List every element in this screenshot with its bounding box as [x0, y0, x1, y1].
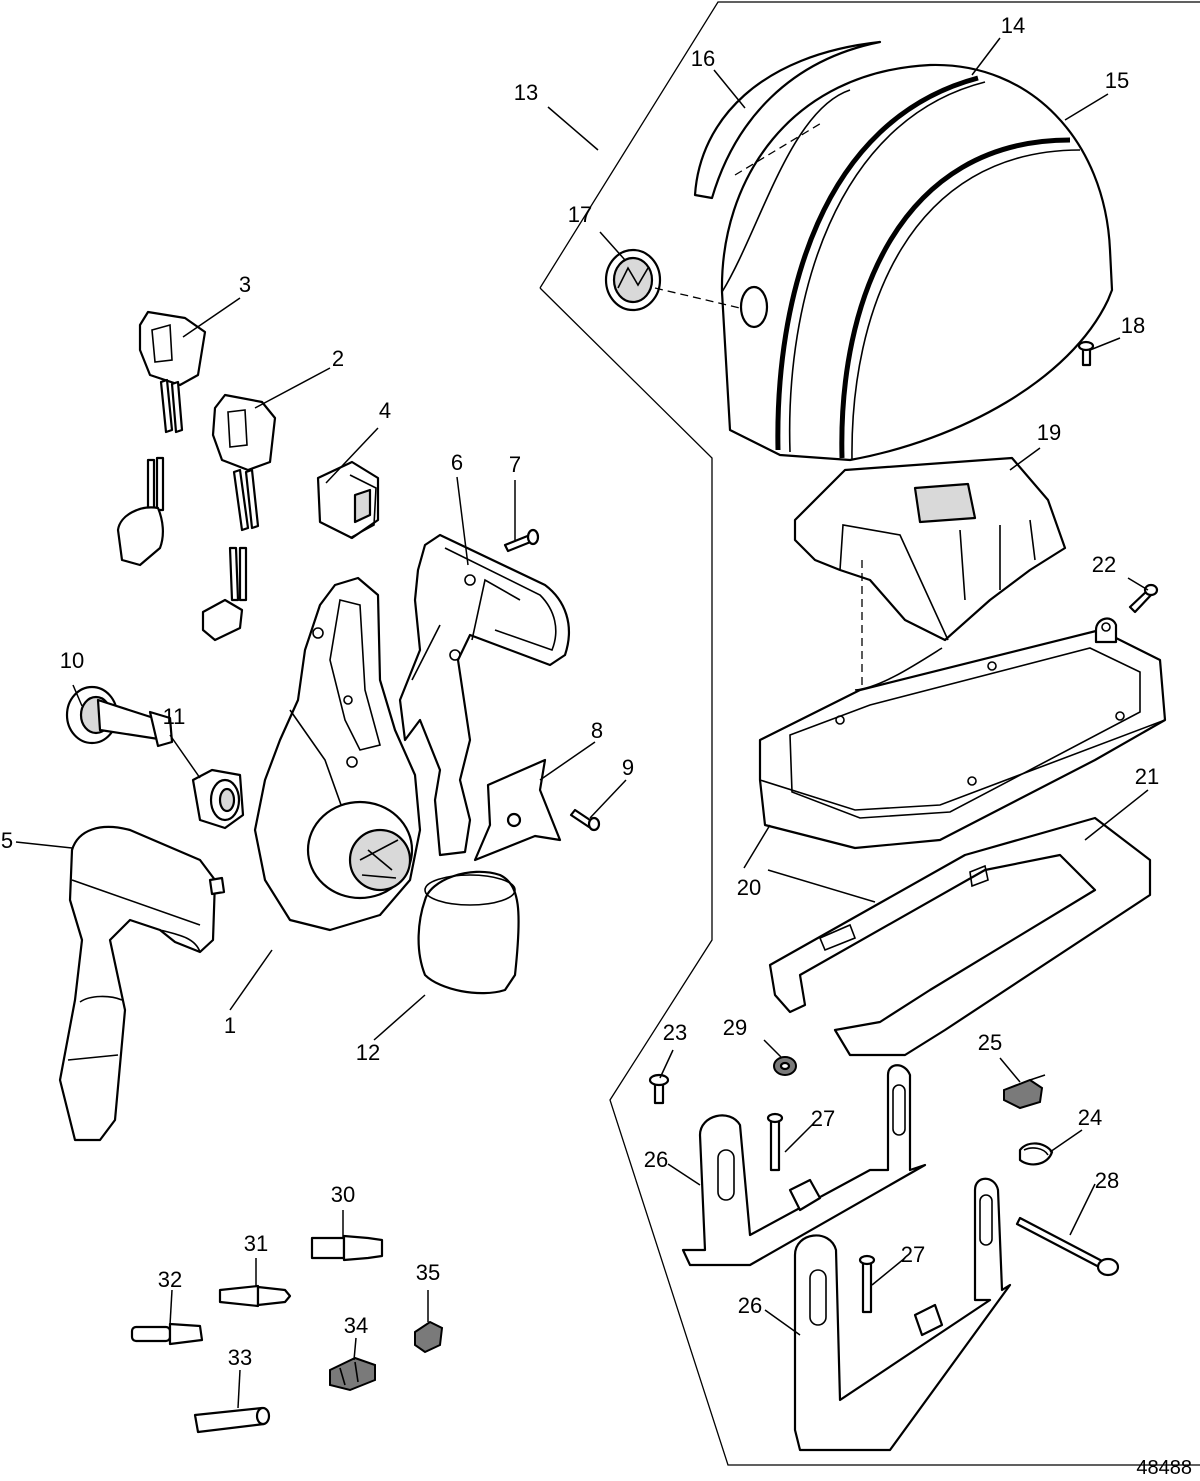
callout-11: 11 [163, 704, 186, 729]
callout-8: 8 [591, 718, 603, 743]
screw-23 [648, 1073, 670, 1105]
screw-9 [569, 808, 601, 832]
callout-6: 6 [451, 450, 463, 475]
handle-arm-1 [253, 576, 422, 932]
terminal-32 [130, 1322, 204, 1346]
base-plate-20 [758, 617, 1167, 850]
callout-22: 22 [1092, 552, 1116, 577]
connector-25 [1003, 1074, 1046, 1110]
bushing-11 [191, 768, 245, 830]
callout-26-lower: 26 [738, 1293, 762, 1318]
handle-housing-6 [398, 533, 570, 857]
pin-28 [1015, 1216, 1120, 1277]
screw-18 [1077, 340, 1095, 367]
sleeve-33 [193, 1406, 271, 1434]
callout-2: 2 [332, 346, 344, 371]
connector-34 [329, 1356, 376, 1392]
callout-17: 17 [568, 202, 592, 227]
mounting-bracket-26-upper [681, 1064, 927, 1267]
callout-27-lower: 27 [901, 1242, 925, 1267]
callout-4: 4 [379, 398, 391, 423]
callout-15: 15 [1105, 68, 1129, 93]
callout-35: 35 [416, 1260, 440, 1285]
cover-assembly [720, 63, 1114, 462]
emblem-17 [604, 248, 662, 312]
terminal-31 [218, 1284, 292, 1308]
callout-5: 5 [1, 828, 13, 853]
knob-10 [65, 685, 174, 748]
callout-27-upper: 27 [811, 1106, 835, 1131]
screw-7 [503, 528, 540, 553]
callout-32: 32 [158, 1267, 182, 1292]
callout-25: 25 [978, 1030, 1002, 1055]
cover-plate-8 [473, 758, 562, 862]
connector-35 [414, 1320, 444, 1354]
callout-31: 31 [244, 1231, 268, 1256]
assembly-13-boundary [539, 1, 1200, 1466]
callout-20: 20 [737, 875, 761, 900]
plug-lower-middle [201, 546, 248, 642]
figure-number: 48488 [1136, 1457, 1192, 1479]
friction-ring-12 [417, 870, 520, 995]
callout-34: 34 [344, 1313, 368, 1338]
screw-27-lower [858, 1254, 876, 1314]
handle-grip-5 [58, 825, 226, 1142]
callout-3: 3 [239, 272, 251, 297]
plug-lower-left [116, 456, 165, 567]
decal-16 [693, 40, 882, 200]
callout-33: 33 [228, 1345, 252, 1370]
key-switch-3 [138, 310, 207, 434]
callout-labels: 1 2 3 4 5 6 7 8 9 10 11 12 13 14 15 16 1… [1, 13, 1159, 1370]
mounting-bracket-26-lower [793, 1177, 1012, 1452]
key-switch-2 [211, 393, 277, 532]
callout-21: 21 [1135, 764, 1159, 789]
callout-12: 12 [356, 1040, 380, 1065]
callout-26-upper: 26 [644, 1147, 668, 1172]
callout-29: 29 [723, 1015, 747, 1040]
callout-19: 19 [1037, 420, 1061, 445]
nut-29 [773, 1056, 797, 1076]
gasket-21 [768, 816, 1152, 1057]
leader-lines [15, 37, 1149, 1409]
bracket-19 [793, 456, 1067, 642]
terminal-30 [310, 1234, 384, 1262]
callout-28: 28 [1095, 1168, 1119, 1193]
callout-7: 7 [509, 452, 521, 477]
callout-24: 24 [1078, 1105, 1102, 1130]
callout-16: 16 [691, 46, 715, 71]
callout-13: 13 [514, 80, 538, 105]
callout-18: 18 [1121, 313, 1145, 338]
callout-30: 30 [331, 1182, 355, 1207]
callout-23: 23 [663, 1020, 687, 1045]
screw-22 [1128, 583, 1159, 614]
clip-24 [1018, 1142, 1054, 1166]
callout-14: 14 [1001, 13, 1025, 38]
screw-27-upper [766, 1112, 784, 1172]
switch-4 [316, 460, 380, 540]
callout-9: 9 [622, 755, 634, 780]
callout-10: 10 [60, 648, 84, 673]
callout-1: 1 [224, 1013, 236, 1038]
